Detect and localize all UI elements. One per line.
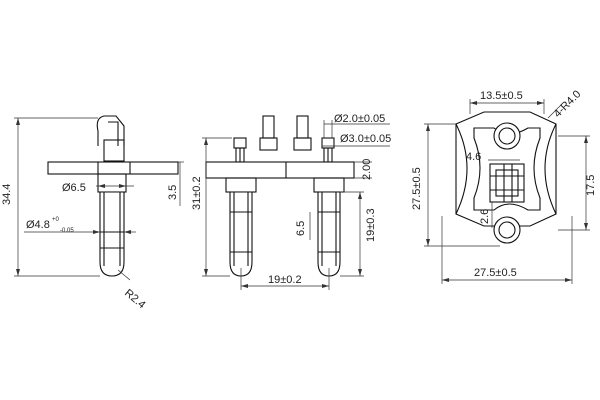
side-flange (47, 161, 179, 175)
dim-bottom-slot-width: 4.6 (466, 151, 481, 163)
dim-bottom-gap: 2.6 (479, 209, 491, 224)
dim-left-tip-radius: R2.4 (122, 287, 148, 311)
dim-front-small-dia: Ø2.0±0.05 (334, 113, 385, 125)
dim-front-overall-height: 31±0.2 (191, 176, 203, 210)
front-pin-left (229, 191, 253, 277)
bottom-view: 13.5±0.5 4-R4.0 27.5±0.5 4.6 17.5 2.6 27… (411, 88, 597, 284)
bottom-hole-top (493, 122, 521, 150)
side-pin (99, 191, 125, 277)
front-pin-right (317, 191, 341, 277)
dim-front-pin-length: 19±0.3 (365, 208, 377, 242)
dim-bottom-width: 27.5±0.5 (474, 267, 517, 279)
front-plate (205, 161, 355, 179)
dim-front-step: 6.5 (295, 221, 307, 236)
dim-left-height: 34.4 (1, 184, 13, 205)
dim-front-depth: 2.00 (361, 159, 373, 180)
bottom-slot (489, 163, 525, 203)
dim-left-pin-dia-lower: -0.05 (60, 228, 74, 234)
bottom-hole-bottom (493, 216, 521, 244)
pin-hook (96, 115, 125, 146)
dim-left-pin-dia: Ø4.8 (26, 219, 50, 231)
dim-front-pin-pitch: 19±0.2 (268, 274, 302, 286)
front-view: Ø2.0±0.05 Ø3.0±0.05 2.00 31±0.2 19±0.3 6… (191, 113, 391, 290)
dim-left-flange-dia: Ø6.5 (62, 182, 86, 194)
dim-front-large-dia: Ø3.0±0.05 (340, 133, 391, 145)
dim-bottom-corner-radius: 4-R4.0 (552, 88, 584, 120)
dim-bottom-top-width: 13.5±0.5 (480, 90, 523, 102)
dim-bottom-side-height: 17.5 (585, 175, 597, 196)
dim-left-pin-dia-upper: +0 (52, 217, 60, 223)
left-side-view: 34.4 3.5 Ø6.5 Ø4.8 +0 -0.05 R2.4 (1, 115, 184, 311)
dim-bottom-height: 27.5±0.5 (411, 167, 423, 210)
dim-left-flange-offset: 3.5 (167, 185, 179, 200)
